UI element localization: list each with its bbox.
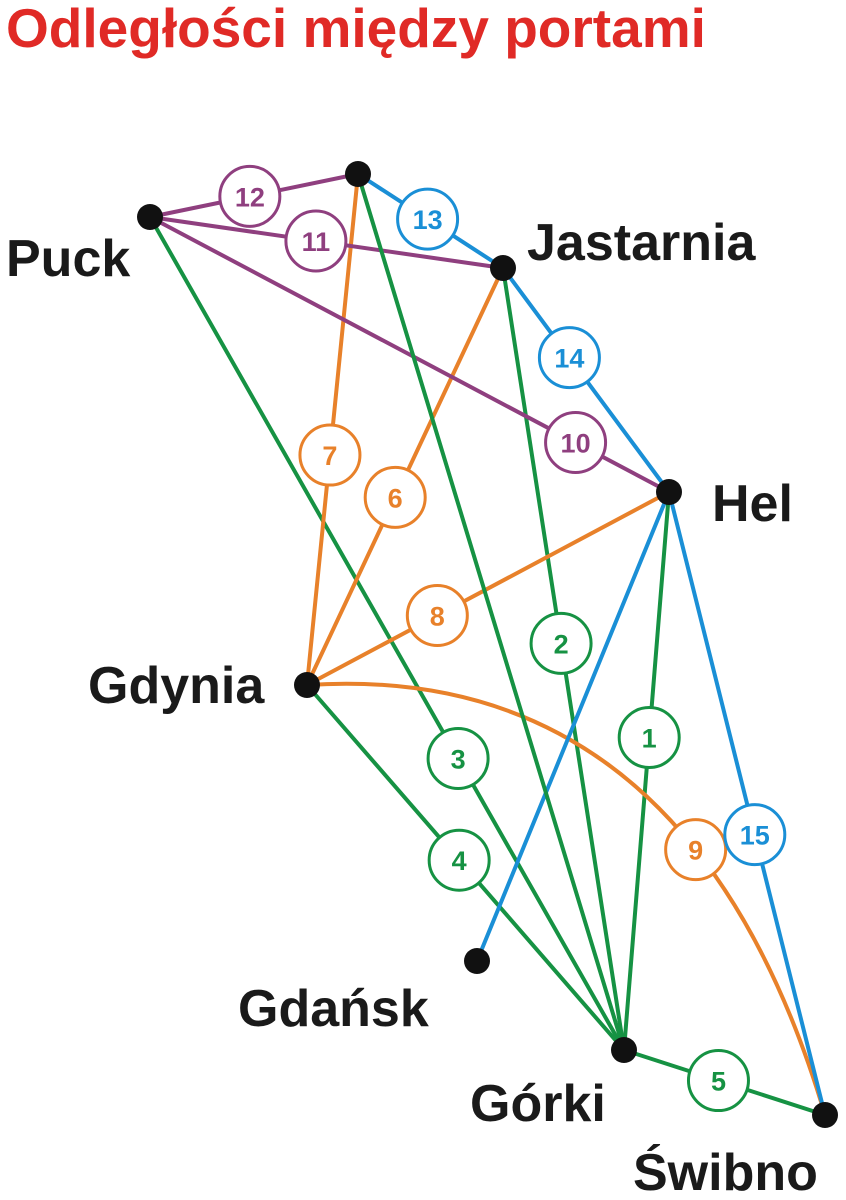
port-label-hel: Hel — [712, 475, 793, 533]
distance-badge-label: 4 — [452, 846, 467, 876]
distance-badge-circle — [363, 465, 427, 529]
distance-badge-11: 11 — [284, 209, 348, 273]
nodes-layer — [137, 161, 838, 1128]
port-node-hel — [656, 479, 682, 505]
distance-badge-1: 1 — [617, 706, 681, 770]
distance-badge-circle — [529, 611, 593, 675]
edge-hel-gorki — [622, 490, 671, 1052]
edges-layer — [148, 172, 827, 1117]
distance-badge-label: 15 — [740, 821, 770, 851]
distance-badge-label: 13 — [413, 205, 443, 235]
distance-badge-label: 11 — [302, 227, 331, 257]
distance-badge-13: 13 — [396, 187, 460, 251]
distance-badge-14: 14 — [537, 326, 601, 390]
distance-badge-label: 9 — [688, 836, 703, 866]
distance-badge-circle — [396, 187, 460, 251]
distance-badge-circle — [427, 828, 491, 892]
port-node-gorki — [611, 1037, 637, 1063]
distance-badge-12: 12 — [218, 164, 282, 228]
distance-badge-15: 15 — [723, 803, 787, 867]
edge-top-gorki — [356, 172, 626, 1052]
distance-badge-label: 5 — [711, 1067, 726, 1097]
distance-badge-10: 10 — [544, 411, 608, 474]
distance-badge-circle — [426, 726, 490, 790]
distance-badge-label: 6 — [388, 483, 403, 513]
distance-badge-label: 2 — [554, 629, 569, 659]
port-label-puck: Puck — [6, 230, 130, 288]
port-node-gdynia — [294, 672, 320, 698]
distance-badge-label: 1 — [642, 724, 657, 754]
distance-badge-3: 3 — [426, 726, 490, 790]
distance-badge-5: 5 — [686, 1049, 750, 1113]
distance-badge-label: 14 — [554, 344, 584, 374]
distance-badge-9: 9 — [664, 818, 728, 882]
edge-gdynia-hel — [305, 490, 671, 687]
distance-badge-4: 4 — [427, 828, 491, 892]
distance-badge-label: 8 — [430, 602, 445, 632]
edge-hel-swibno — [667, 490, 827, 1117]
distance-badge-circle — [686, 1049, 750, 1113]
distance-badge-circle — [218, 164, 282, 228]
distance-badge-2: 2 — [529, 611, 593, 675]
port-node-top — [345, 161, 371, 187]
port-node-swibno — [812, 1102, 838, 1128]
distance-badge-circle — [405, 584, 469, 648]
distance-badge-circle — [617, 706, 681, 770]
edge-puck-gorki — [148, 215, 626, 1052]
port-label-gorki: Górki — [470, 1075, 606, 1133]
port-node-gdansk — [464, 948, 490, 974]
port-node-puck — [137, 204, 163, 230]
edge-gdynia-swibno — [305, 681, 827, 1117]
port-node-jastarnia — [490, 255, 516, 281]
distance-badge-circle — [723, 803, 787, 867]
distance-badge-circle — [664, 818, 728, 882]
distance-badge-8: 8 — [405, 584, 469, 648]
distance-badge-circle — [284, 209, 348, 273]
page-title: Odległości między portami — [6, 0, 706, 59]
port-label-swibno: Świbno — [633, 1144, 818, 1200]
edge-hel-gdansk — [475, 490, 671, 963]
distance-badge-circle — [544, 411, 608, 474]
port-label-gdansk: Gdańsk — [238, 980, 429, 1038]
distance-badge-label: 3 — [451, 744, 466, 774]
port-label-gdynia: Gdynia — [88, 657, 265, 715]
distance-badge-label: 12 — [235, 182, 265, 212]
distance-badge-circle — [537, 326, 601, 390]
distance-badge-6: 6 — [363, 465, 427, 529]
distance-badge-7: 7 — [298, 423, 362, 487]
distance-badge-label: 10 — [561, 429, 591, 459]
port-label-jastarnia: Jastarnia — [527, 214, 756, 272]
distance-badge-label: 7 — [322, 441, 337, 471]
distance-badge-circle — [298, 423, 362, 487]
